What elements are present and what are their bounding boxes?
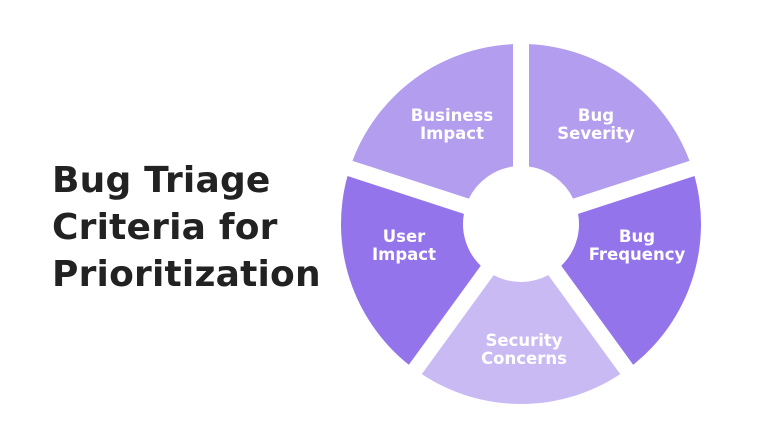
segment-shape [421, 275, 621, 404]
segment-label-line: Bug [619, 227, 655, 246]
diagram-title: Bug Triage Criteria for Prioritization [52, 157, 321, 298]
segment-label-line: Security [485, 331, 562, 350]
title-line-3: Prioritization [52, 254, 321, 295]
segment-shape [529, 44, 690, 199]
segment-shape [352, 44, 513, 199]
segment-label-line: Impact [420, 124, 484, 143]
segment-label-line: Business [411, 106, 494, 125]
title-line-2: Criteria for [52, 207, 278, 248]
segment-shape [341, 176, 481, 365]
segment-label-line: User [383, 227, 426, 246]
segment-label-line: Frequency [589, 245, 686, 264]
segment-label-line: Severity [557, 124, 635, 143]
segment-label-line: Bug [578, 106, 614, 125]
segment-shape [561, 176, 701, 365]
segment-label-line: Impact [372, 245, 436, 264]
segment-label-line: Concerns [481, 349, 567, 368]
title-line-1: Bug Triage [52, 160, 271, 201]
